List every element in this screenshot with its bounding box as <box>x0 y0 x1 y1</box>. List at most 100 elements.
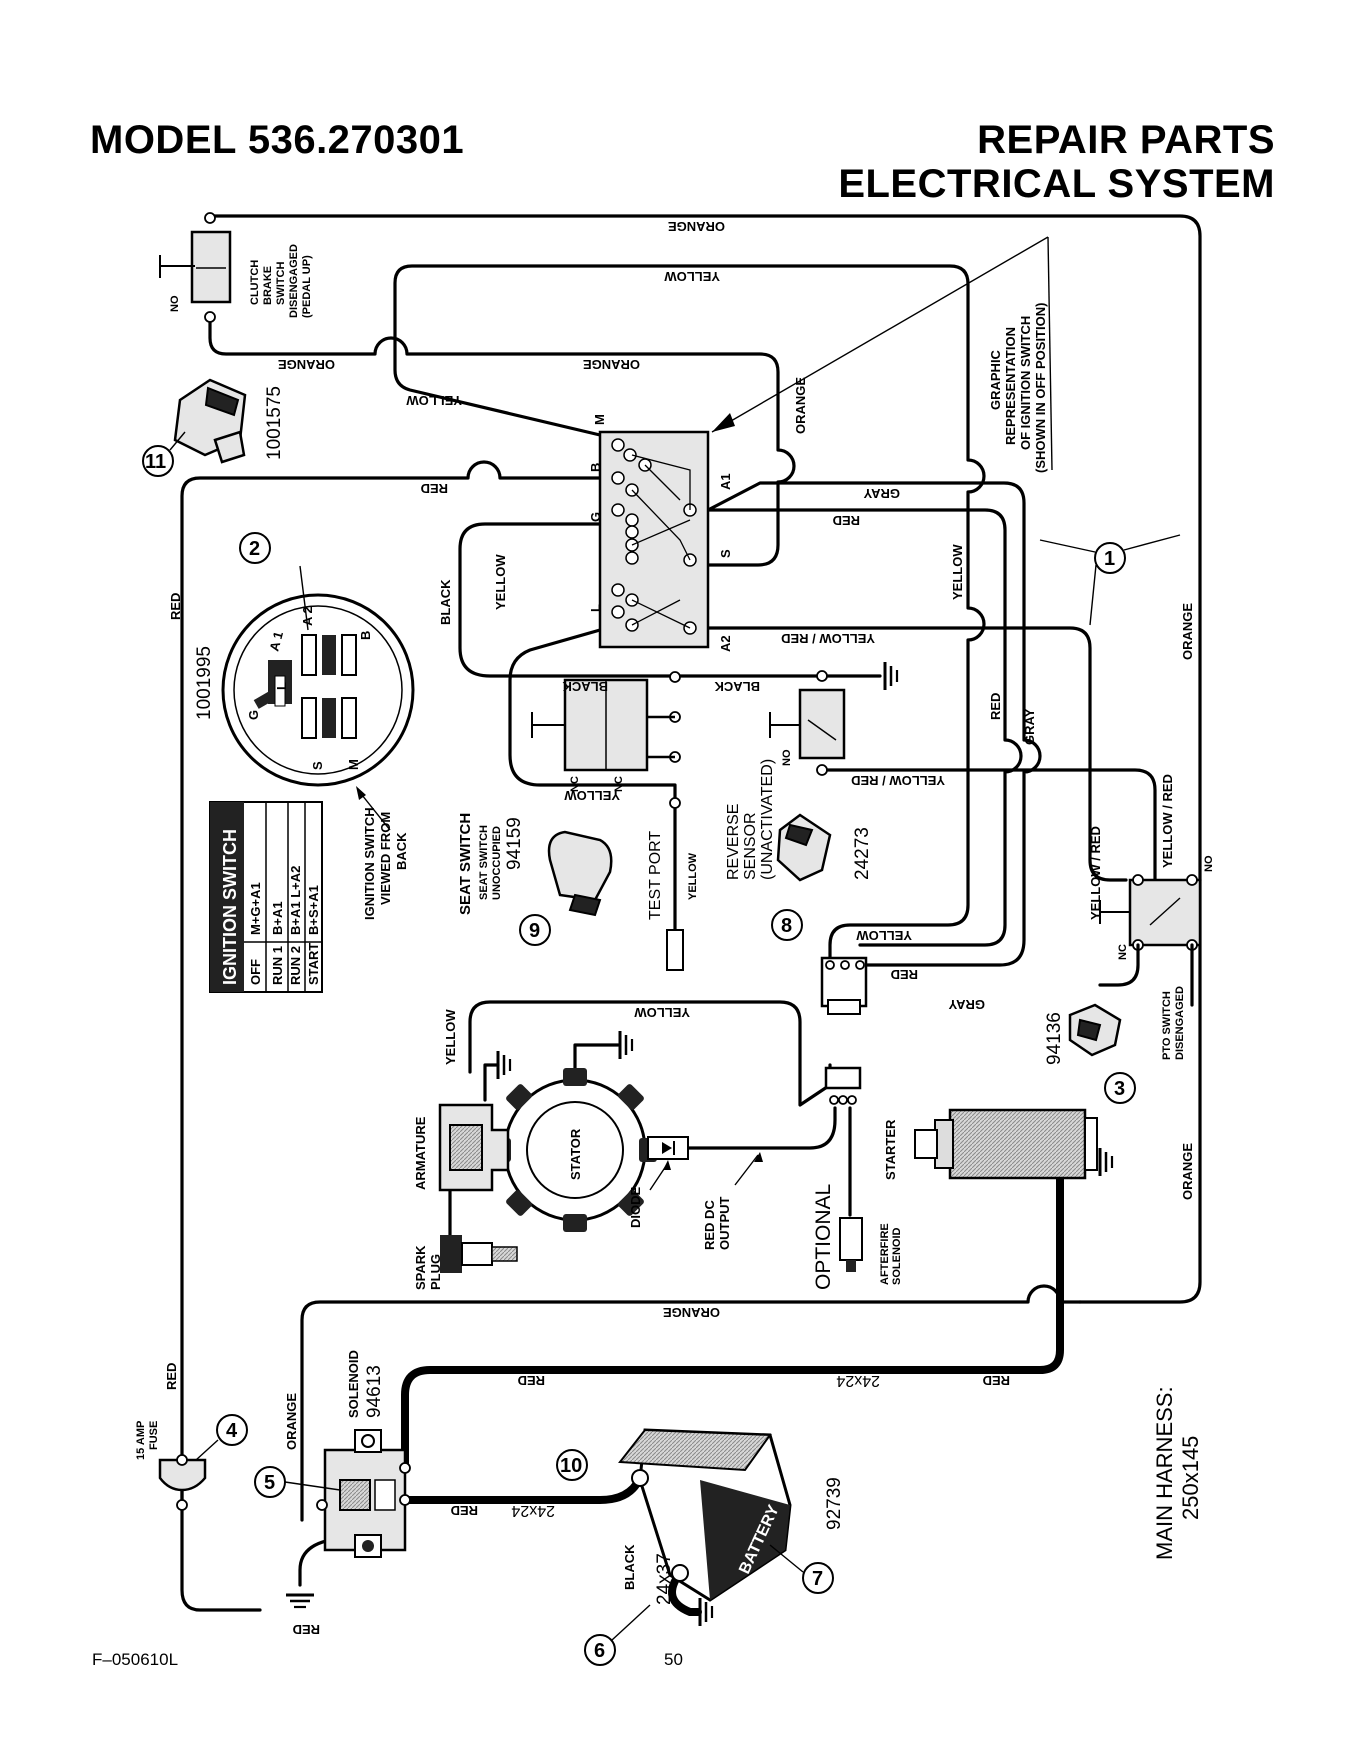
battery: BATTERY <box>618 1428 792 1602</box>
svg-text:RED: RED <box>164 1363 179 1390</box>
reverse-sensor-diagram: NO <box>769 670 846 776</box>
solenoid: SOLENOID 94613 <box>316 1350 411 1558</box>
ign-term-M: M <box>592 414 607 425</box>
svg-text:ORANGE: ORANGE <box>583 357 640 372</box>
svg-text:RUN 2: RUN 2 <box>288 946 303 985</box>
svg-text:YELLOW: YELLOW <box>564 788 620 803</box>
svg-text:GRAY: GRAY <box>863 486 900 501</box>
svg-text:YELLOW: YELLOW <box>634 1005 690 1020</box>
ignition-part-number: 1001995 <box>194 646 215 720</box>
svg-text:NO: NO <box>1203 855 1215 872</box>
callout-4: 4 <box>216 1414 248 1446</box>
svg-text:(PEDAL UP): (PEDAL UP) <box>301 255 313 318</box>
harness-connector <box>820 956 868 1015</box>
svg-text:SENSOR: SENSOR <box>742 812 759 880</box>
face-term-B: B <box>358 631 373 640</box>
page-title-model: MODEL 536.270301 <box>90 118 465 162</box>
ground-starter <box>1098 1146 1114 1178</box>
wire-red-left <box>180 460 602 1612</box>
svg-text:RED: RED <box>833 513 860 528</box>
clutch-part-number: 1001575 <box>264 386 285 460</box>
graphic-representation-label: GRAPHIC REPRESENTATION OF IGNITION SWITC… <box>988 303 1048 473</box>
ign-term-B: B <box>588 463 603 472</box>
callout-3: 3 <box>1104 1072 1136 1104</box>
ground-armature <box>496 1049 512 1081</box>
face-term-A2: A 2 <box>300 606 315 626</box>
wire-yellow-red-a2 <box>706 626 1128 882</box>
battery-part-number: 92739 <box>824 1477 845 1530</box>
svg-text:OUTPUT: OUTPUT <box>717 1197 732 1251</box>
svg-text:VIEWED FROM: VIEWED FROM <box>378 812 393 905</box>
table-title: IGNITION SWITCH <box>220 829 240 985</box>
clutch-switch-body <box>190 230 232 304</box>
wire-yellow-red-reverse <box>820 768 1157 882</box>
svg-text:SEAT SWITCH: SEAT SWITCH <box>457 813 474 915</box>
wire-yellow-stator <box>468 1000 832 1107</box>
seat-switch-label: SEAT SWITCH SEAT SWITCH UNOCCUPIED 94159 <box>457 813 525 915</box>
ign-term-G: G <box>588 512 603 522</box>
diode: DIODE <box>628 1136 689 1229</box>
face-term-L: L <box>274 682 289 690</box>
svg-text:ORANGE: ORANGE <box>278 357 335 372</box>
svg-text:YELLOW / RED: YELLOW / RED <box>1160 774 1175 868</box>
svg-text:M+G+A1: M+G+A1 <box>248 882 263 935</box>
svg-text:FUSE: FUSE <box>148 1421 160 1450</box>
cable-red-battery <box>401 1474 644 1504</box>
wire-orange-top <box>208 214 1202 1304</box>
clutch-no-label: NO <box>169 295 181 312</box>
ignition-switch-face: G A 1 A 2 B L S M <box>221 593 415 787</box>
svg-text:RED: RED <box>168 593 183 620</box>
wires <box>180 214 1202 1616</box>
svg-text:DIODE: DIODE <box>628 1187 643 1229</box>
reverse-sensor-label: REVERSE SENSOR (UNACTIVATED) 24273 <box>725 759 873 880</box>
cable-red-starter <box>401 1116 1064 1469</box>
svg-text:5: 5 <box>264 1472 275 1494</box>
svg-text:RED: RED <box>983 1373 1010 1388</box>
pto-switch-diagram: NC NO <box>1099 855 1215 960</box>
ign-term-A1: A1 <box>718 473 733 490</box>
svg-text:8: 8 <box>781 915 792 937</box>
svg-text:BRAKE: BRAKE <box>262 266 274 305</box>
ignition-switch-graphic: M B G L A1 S A2 <box>588 414 733 652</box>
ign-term-L: L <box>588 604 603 612</box>
svg-text:B+A1 L+A2: B+A1 L+A2 <box>288 866 303 935</box>
svg-text:GRAY: GRAY <box>1022 708 1037 745</box>
clutch-terminal-bottom <box>204 311 216 323</box>
test-port: TEST PORT YELLOW <box>647 831 699 971</box>
svg-text:RED DC: RED DC <box>702 1200 717 1250</box>
pto-switch-label: 94136 PTO SWITCH DISENGAGED <box>1044 986 1186 1065</box>
main-harness-label: MAIN HARNESS: 250x145 <box>1152 1386 1203 1560</box>
svg-text:BLACK: BLACK <box>562 679 608 694</box>
pto-switch-picture <box>1068 1003 1122 1057</box>
svg-text:SPARK: SPARK <box>413 1245 428 1290</box>
wire-black <box>458 522 882 678</box>
svg-text:MAIN HARNESS:: MAIN HARNESS: <box>1152 1386 1177 1560</box>
callout-7: 7 <box>802 1562 834 1594</box>
wire-red-right <box>706 508 1023 947</box>
wire-stator-ground <box>573 1043 620 1077</box>
svg-text:15 AMP: 15 AMP <box>135 1421 147 1460</box>
svg-text:NC: NC <box>613 776 625 792</box>
wire-yellow-loop <box>393 264 986 962</box>
svg-text:ARMATURE: ARMATURE <box>413 1116 428 1190</box>
svg-text:YELLOW: YELLOW <box>443 1009 458 1065</box>
page-number: 50 <box>664 1650 683 1669</box>
face-term-M: M <box>346 759 361 770</box>
callout-8: 8 <box>771 909 803 941</box>
svg-text:SWITCH: SWITCH <box>275 262 287 305</box>
clutch-brake-switch: NO CLUTCH BRAKE SWITCH DISENGAGED (PEDAL… <box>159 212 313 323</box>
reverse-sensor-picture <box>776 813 832 882</box>
svg-text:94613: 94613 <box>364 1365 385 1418</box>
svg-text:REVERSE: REVERSE <box>725 804 742 880</box>
ground-solenoid <box>284 1593 316 1609</box>
svg-text:(SHOWN IN OFF POSITION): (SHOWN IN OFF POSITION) <box>1033 303 1048 473</box>
section-line-2: ELECTRICAL SYSTEM <box>838 162 1275 206</box>
callout-10: 10 <box>556 1449 588 1481</box>
afterfire-solenoid: OPTIONAL AFTERFIRE SOLENOID <box>812 1184 903 1290</box>
svg-text:AFTERFIRE: AFTERFIRE <box>879 1223 891 1285</box>
face-term-S: S <box>310 761 325 770</box>
spark-plug: SPARK PLUG <box>413 1235 518 1290</box>
clutch-terminal-top <box>204 212 216 224</box>
callout-11: 11 <box>142 445 174 477</box>
